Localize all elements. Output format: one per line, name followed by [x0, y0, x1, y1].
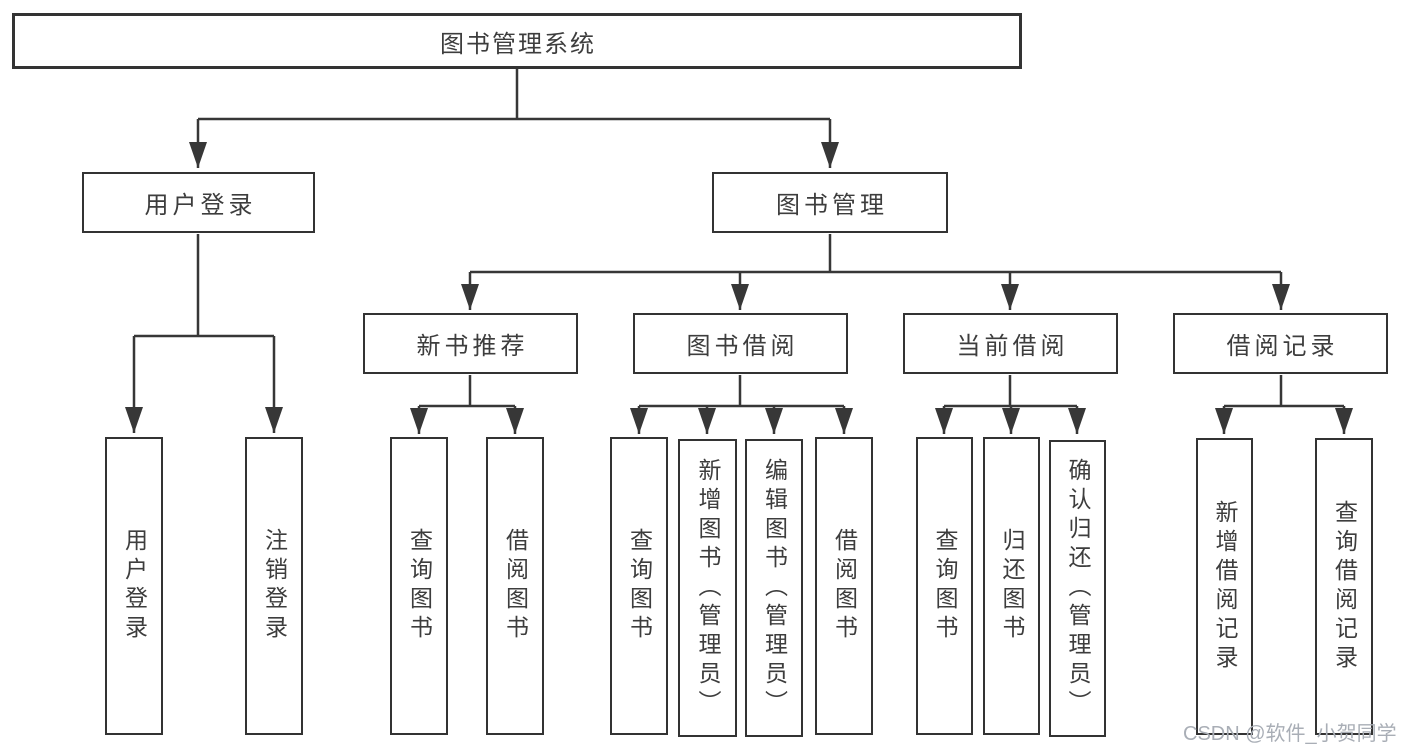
leaf-cb-confirm-return-admin-label: 确认归还（管理员） — [1065, 458, 1091, 719]
leaf-br-add-record: 新增借阅记录 — [1196, 438, 1253, 735]
leaf-br-query-record: 查询借阅记录 — [1315, 438, 1373, 735]
leaf-bb-query-books: 查询图书 — [610, 437, 668, 735]
node-root-label: 图书管理系统 — [440, 30, 596, 58]
leaf-logout-login-label: 注销登录 — [261, 528, 288, 644]
leaf-cb-return-books-label: 归还图书 — [999, 528, 1025, 644]
node-root: 图书管理系统 — [12, 13, 1022, 69]
leaf-nb-borrow-books: 借阅图书 — [486, 437, 544, 735]
node-book-management: 图书管理 — [712, 172, 948, 233]
leaf-user-login-label: 用户登录 — [121, 528, 148, 644]
node-current-borrowing: 当前借阅 — [903, 313, 1118, 374]
leaf-bb-add-books-admin-label: 新增图书（管理员） — [695, 457, 721, 719]
node-user-login-branch-label: 用户登录 — [144, 192, 257, 219]
leaf-nb-query-books-label: 查询图书 — [406, 528, 433, 644]
node-book-borrowing-label: 图书借阅 — [686, 333, 799, 360]
node-book-management-label: 图书管理 — [776, 192, 888, 219]
connector-user-login-branch — [134, 234, 274, 338]
node-borrowing-records-label: 借阅记录 — [1226, 333, 1339, 360]
node-new-book-recommend-label: 新书推荐 — [416, 333, 529, 360]
leaf-cb-return-books: 归还图书 — [983, 437, 1040, 735]
connector-book-management-to-level3 — [470, 234, 1281, 274]
leaf-bb-edit-books-admin-label: 编辑图书（管理员） — [761, 457, 788, 719]
leaf-bb-borrow-books: 借阅图书 — [815, 437, 873, 735]
leaf-cb-confirm-return-admin: 确认归还（管理员） — [1049, 440, 1106, 737]
leaf-user-login: 用户登录 — [105, 437, 163, 735]
csdn-watermark: CSDN @软件_小贺同学 — [1183, 723, 1397, 745]
node-new-book-recommend: 新书推荐 — [363, 313, 578, 374]
connector-new-book-recommend — [419, 375, 515, 408]
node-current-borrowing-label: 当前借阅 — [956, 333, 1069, 360]
connector-current-borrowing — [944, 375, 1077, 408]
leaf-cb-query-books: 查询图书 — [916, 437, 973, 735]
leaf-cb-query-books-label: 查询图书 — [932, 528, 958, 644]
leaf-bb-add-books-admin: 新增图书（管理员） — [678, 439, 737, 737]
leaf-nb-borrow-books-label: 借阅图书 — [502, 528, 529, 644]
node-user-login-branch: 用户登录 — [82, 172, 315, 233]
leaf-logout-login: 注销登录 — [245, 437, 303, 735]
node-book-borrowing: 图书借阅 — [633, 313, 848, 374]
connector-borrowing-records — [1224, 375, 1344, 408]
connector-book-borrowing — [639, 375, 844, 408]
leaf-nb-query-books: 查询图书 — [390, 437, 448, 735]
leaf-bb-borrow-books-label: 借阅图书 — [831, 528, 858, 644]
connector-root-to-level2 — [198, 67, 830, 121]
leaf-bb-query-books-label: 查询图书 — [626, 528, 653, 644]
node-borrowing-records: 借阅记录 — [1173, 313, 1388, 374]
leaf-br-add-record-label: 新增借阅记录 — [1212, 499, 1238, 674]
leaf-br-query-record-label: 查询借阅记录 — [1331, 499, 1358, 674]
leaf-bb-edit-books-admin: 编辑图书（管理员） — [745, 439, 803, 737]
